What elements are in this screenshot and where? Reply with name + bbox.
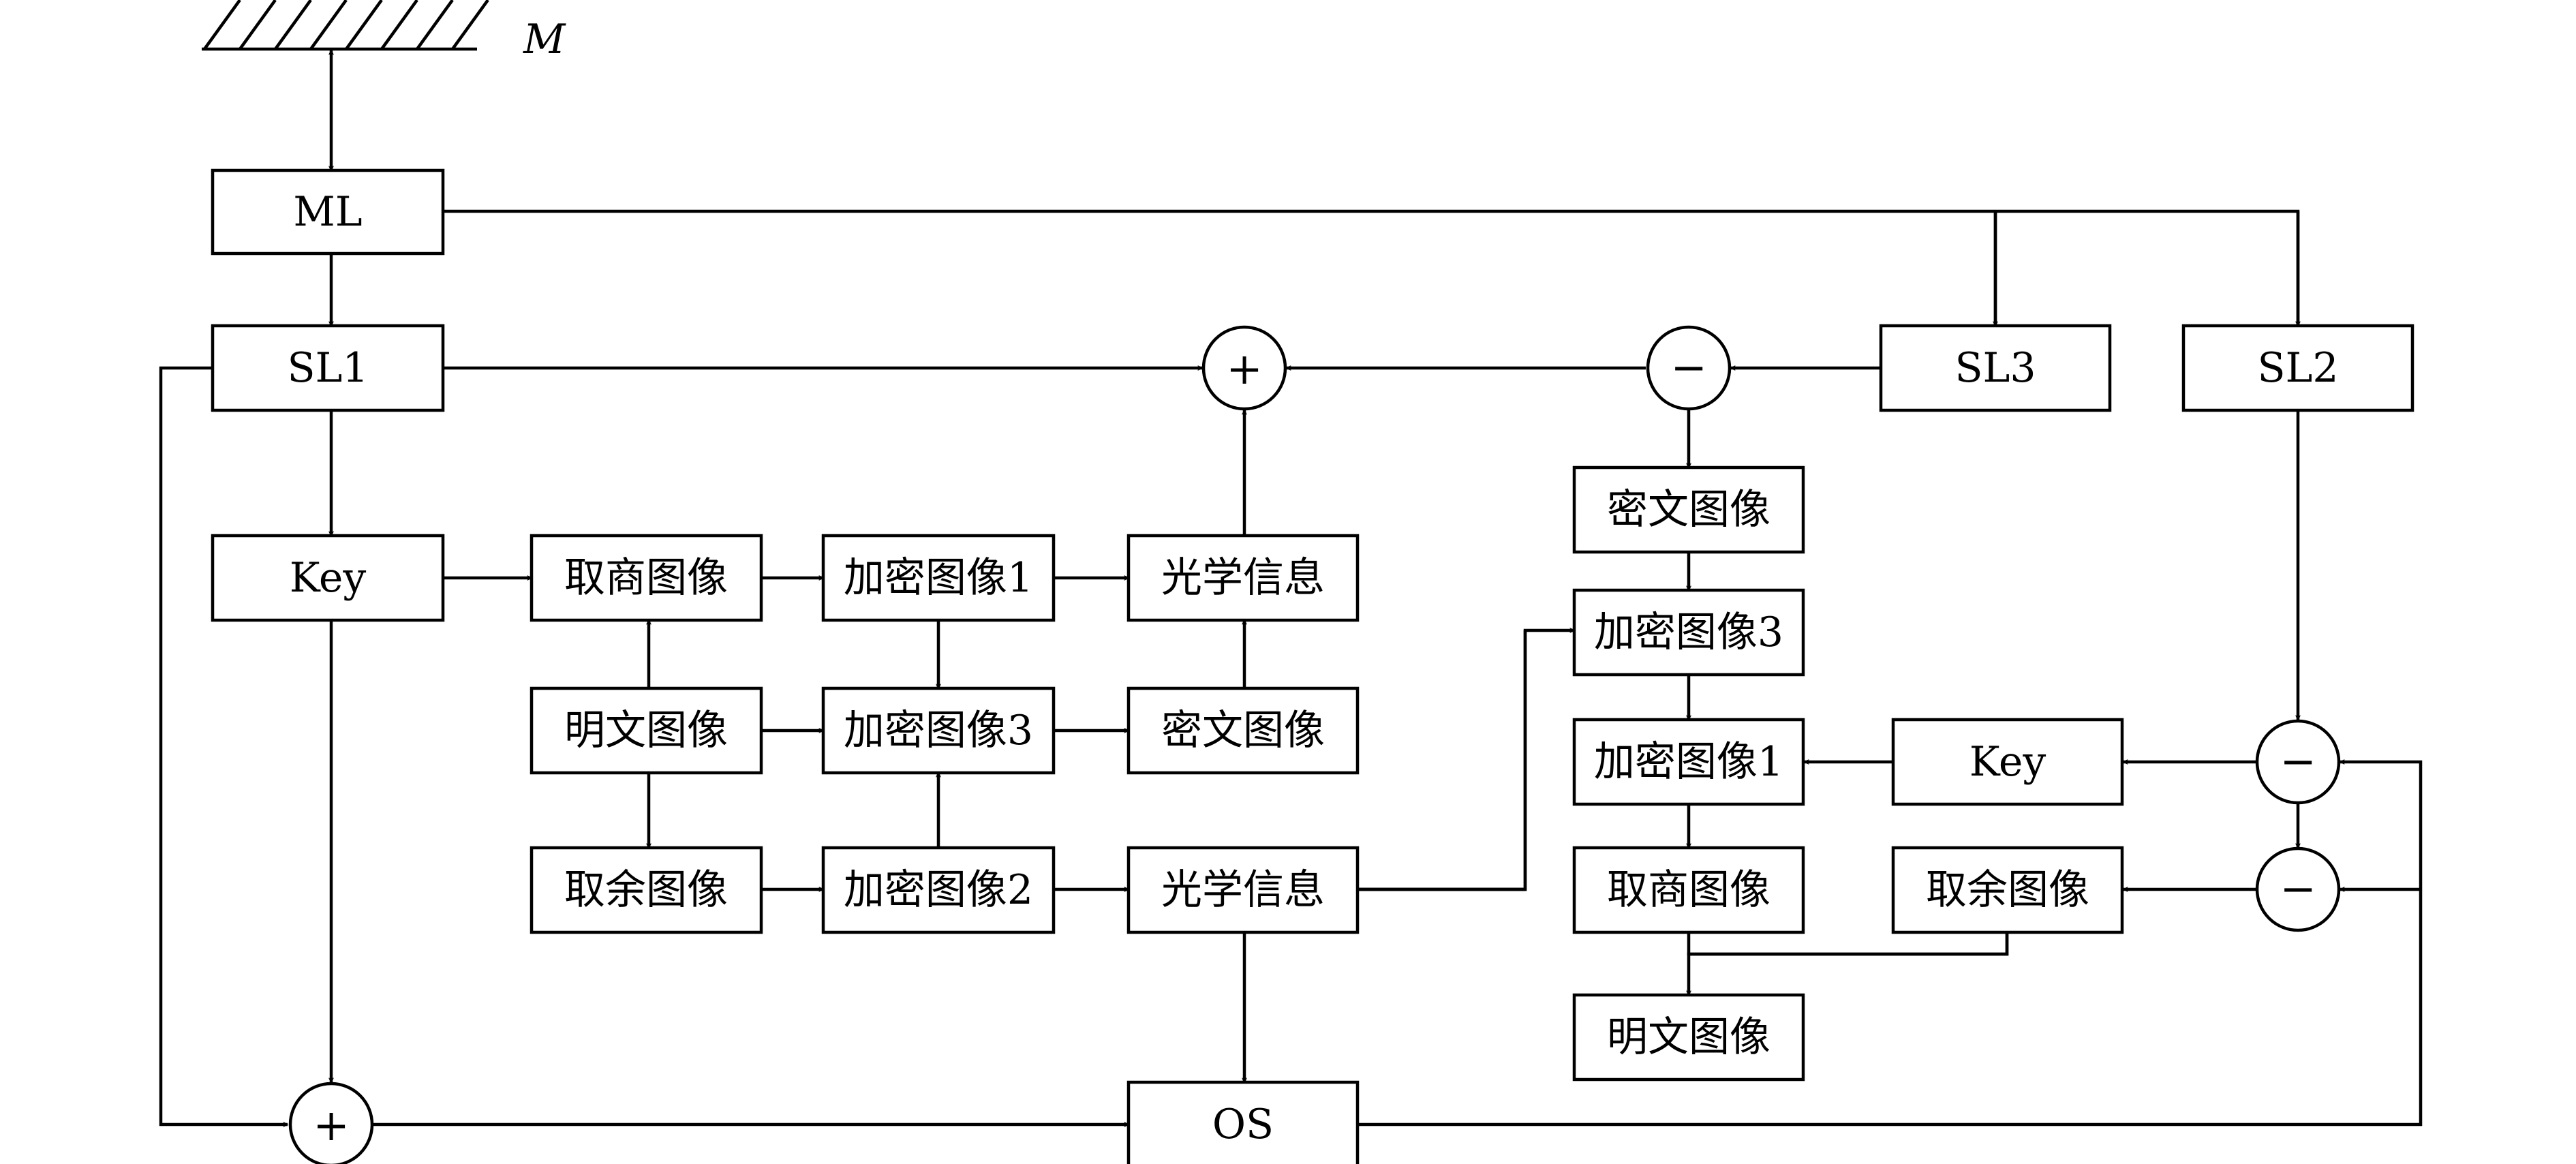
box-os: OS (1126, 1080, 1360, 1164)
box-encrypted-image-3: 加密图像3 (821, 686, 1056, 775)
box-ciphertext-image-label: 密文图像 (1161, 707, 1325, 754)
box-r-ciphertext-image-label: 密文图像 (1607, 486, 1770, 534)
arrows (159, 50, 2423, 1124)
box-ciphertext-image: 密文图像 (1126, 686, 1360, 775)
box-encrypted-image-2: 加密图像2 (821, 846, 1056, 934)
box-r-encrypted-image-3: 加密图像3 (1572, 588, 1805, 677)
box-r-encrypted-image-1-label: 加密图像1 (1594, 738, 1783, 786)
box-r-remainder-image-label: 取余图像 (1926, 866, 2089, 914)
box-plaintext-image: 明文图像 (530, 686, 763, 775)
sum-node-top-symbol: + (1226, 344, 1263, 395)
box-key-left-label: Key (290, 554, 367, 602)
box-remainder-image-label: 取余图像 (564, 866, 728, 914)
box-ml-label: ML (293, 188, 362, 236)
box-r-quotient-image: 取商图像 (1572, 846, 1805, 934)
box-optical-info-bottom: 光学信息 (1126, 846, 1360, 934)
box-r-key: Key (1891, 718, 2124, 806)
box-r-quotient-image-label: 取商图像 (1607, 866, 1770, 914)
box-sl3: SL3 (1879, 324, 2112, 412)
box-encrypted-image-1: 加密图像1 (821, 534, 1056, 622)
box-r-encrypted-image-3-label: 加密图像3 (1594, 609, 1783, 656)
sum-node-bottom-symbol: + (313, 1101, 350, 1151)
box-r-key-label: Key (1969, 738, 2046, 786)
diff-node-low: − (2255, 846, 2341, 932)
diff-node-mid-symbol: − (2280, 737, 2316, 787)
box-ml: ML (211, 168, 445, 256)
diff-node-low-symbol: − (2280, 864, 2316, 915)
box-encrypted-image-2-label: 加密图像2 (844, 866, 1033, 914)
diff-node-mid: − (2255, 719, 2341, 805)
box-key-left: Key (211, 534, 445, 622)
mirror-label: M (523, 16, 566, 63)
box-plaintext-image-label: 明文图像 (564, 707, 728, 754)
box-optical-info-bottom-label: 光学信息 (1161, 866, 1325, 914)
box-sl1-label: SL1 (287, 344, 368, 392)
box-r-encrypted-image-1: 加密图像1 (1572, 718, 1805, 806)
box-r-remainder-image: 取余图像 (1891, 846, 2124, 934)
box-r-plaintext-image-label: 明文图像 (1607, 1013, 1770, 1061)
box-remainder-image: 取余图像 (530, 846, 763, 934)
box-sl3-label: SL3 (1954, 344, 2036, 392)
box-encrypted-image-3-label: 加密图像3 (844, 707, 1033, 754)
box-sl1: SL1 (211, 324, 445, 412)
box-quotient-image: 取商图像 (530, 534, 763, 622)
box-os-label: OS (1212, 1101, 1274, 1148)
sum-node-bottom: + (288, 1082, 374, 1164)
box-encrypted-image-1-label: 加密图像1 (844, 554, 1033, 602)
box-optical-info-top-label: 光学信息 (1161, 554, 1325, 602)
sum-node-top: + (1201, 325, 1287, 411)
diff-node-top: − (1646, 325, 1732, 411)
box-sl2-label: SL2 (2257, 344, 2338, 392)
diff-node-top-symbol: − (1670, 343, 1707, 393)
box-quotient-image-label: 取商图像 (564, 554, 728, 602)
box-r-ciphertext-image: 密文图像 (1572, 465, 1805, 554)
box-r-plaintext-image: 明文图像 (1572, 993, 1805, 1082)
mirror (202, 0, 489, 51)
box-optical-info-top: 光学信息 (1126, 534, 1360, 622)
box-sl2: SL2 (2181, 324, 2414, 412)
